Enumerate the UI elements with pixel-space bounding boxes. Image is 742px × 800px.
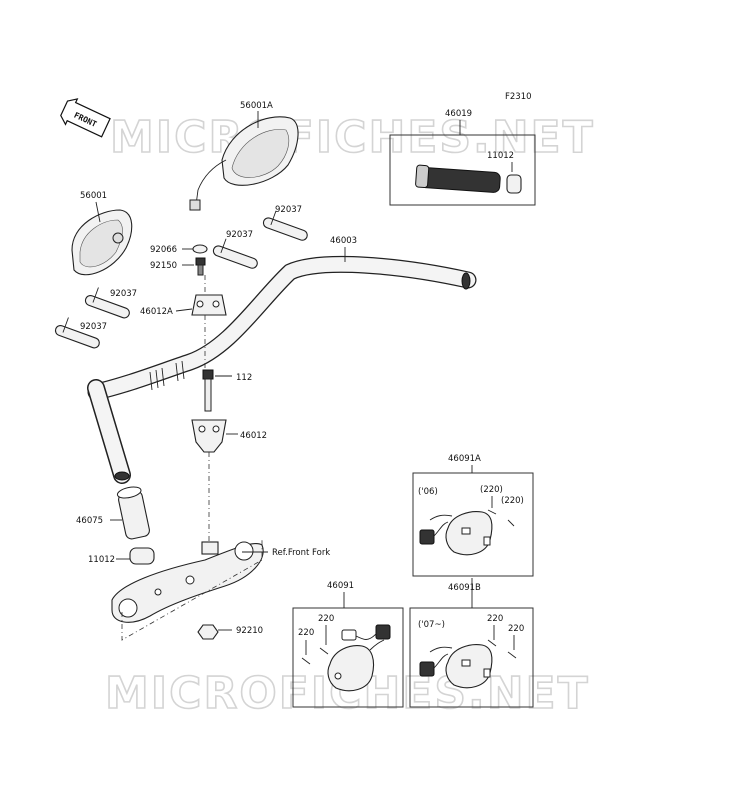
box-46091a [412,472,534,577]
grip-end-cap-top [506,174,522,194]
throttle-grip-46019 [415,164,501,193]
label-220-m2: 220 [298,628,314,638]
label-year-06: ('06) [418,487,438,497]
bolt-92150 [195,257,206,276]
label-92210: 92210 [236,626,263,636]
label-92037-b: 92037 [226,230,253,240]
label-46019: 46019 [445,109,472,119]
watermark-top: MICROFICHES.NET [110,112,595,163]
label-year-07: ('07~) [418,620,445,630]
box-46091 [292,607,404,708]
label-11012-top: 11012 [487,151,514,161]
label-46003: 46003 [330,236,357,246]
bracket-92037-d [54,317,100,349]
nut-92210 [197,624,219,640]
label-46012a: 46012A [140,307,173,317]
bracket-92037-b [212,238,258,269]
label-46091b: 46091B [448,583,481,593]
label-46075: 46075 [76,516,103,526]
label-56001: 56001 [80,191,107,201]
label-220-b1: 220 [487,614,503,624]
label-ref-front-fork: Ref.Front Fork [272,548,330,558]
bracket-92037-a [262,210,308,241]
label-220-a1: (220) [480,485,503,495]
box-46019 [389,134,536,206]
mirror-right-56001a [189,116,299,211]
holder-lower-46012 [191,419,227,453]
label-92150: 92150 [150,261,177,271]
switch-housing-46091b [419,644,493,689]
box-46091b [409,607,534,708]
label-92066: 92066 [150,245,177,255]
label-46012: 46012 [240,431,267,441]
upper-triple-clamp [111,541,264,623]
label-56001a: 56001A [240,101,273,111]
switch-housing-46091a [419,511,493,556]
diagram-code: F2310 [505,92,532,102]
label-92037-a: 92037 [275,205,302,215]
label-220-b2: 220 [508,624,524,634]
washer-92066 [192,244,208,254]
grip-46075 [116,486,150,540]
grip-end-cap-bottom [129,547,155,565]
switch-housing-46091 [327,624,391,692]
label-92037-c: 92037 [110,289,137,299]
label-11012-bottom: 11012 [88,555,115,565]
label-92037-d: 92037 [80,322,107,332]
front-arrow-icon: FRONT [60,98,111,138]
handlebar-46003 [87,255,477,484]
label-46091: 46091 [327,581,354,591]
mirror-left-56001 [71,209,133,276]
label-112: 112 [236,373,252,383]
label-46091a: 46091A [448,454,481,464]
bracket-92037-c [84,287,130,319]
label-220-a2: (220) [501,496,524,506]
bolt-112 [202,369,214,412]
label-220-m1: 220 [318,614,334,624]
clamp-upper-46012a [191,294,227,316]
